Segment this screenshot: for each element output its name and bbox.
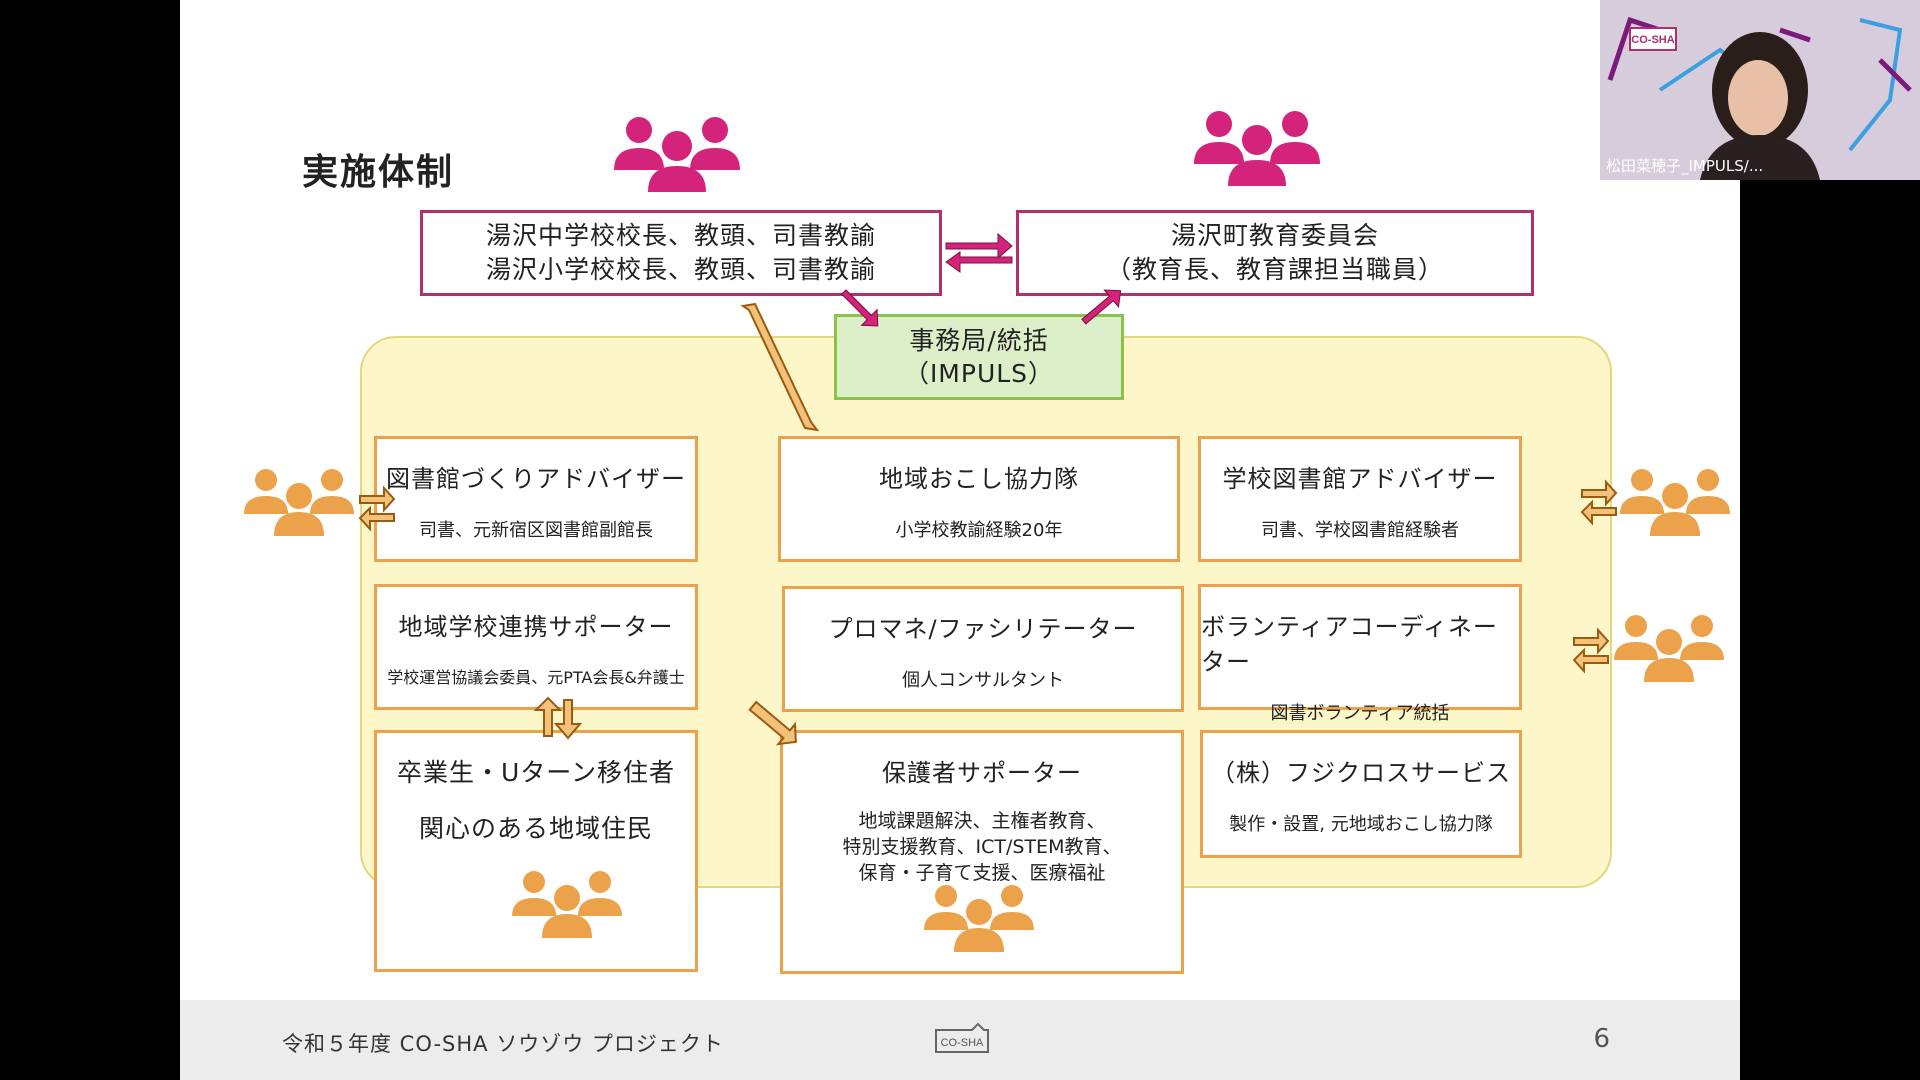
video-background: CO-SHA	[1600, 0, 1920, 180]
bidirectional-arrow-icon	[841, 289, 879, 327]
role-subtitle: 個人コンサルタント	[902, 670, 1064, 691]
role-subtitle: 図書ボランティア統括	[1270, 703, 1450, 724]
page-number: 6	[1593, 1024, 1610, 1054]
bidirectional-arrow-icon	[1572, 627, 1610, 674]
school-box: 湯沢中学校校長、教頭、司書教諭 湯沢小学校校長、教頭、司書教諭	[420, 210, 942, 296]
co-sha-logo-icon: CO-SHA	[935, 1022, 989, 1053]
bidirectional-arrow-icon	[358, 485, 396, 532]
footer-logo-text: CO-SHA	[941, 1037, 984, 1049]
slide-title: 実施体制	[302, 152, 455, 193]
people-icon	[1194, 111, 1320, 186]
people-icon	[1620, 469, 1730, 536]
role-subtitle: 司書、元新宿区図書館副館長	[419, 520, 653, 541]
people-icon	[1614, 615, 1724, 682]
role-title: ボランティアコーディネーター	[1201, 613, 1498, 676]
role-box: 学校図書館アドバイザー 司書、学校図書館経験者	[1198, 436, 1522, 562]
role-title: 学校図書館アドバイザー	[1222, 465, 1498, 493]
board-of-education-box: 湯沢町教育委員会 （教育長、教育課担当職員）	[1016, 210, 1534, 296]
role-subtitle-line: 特別支援教育、ICT/STEM教育、	[842, 836, 1122, 858]
people-icon	[924, 885, 1034, 952]
school-line-1: 湯沢中学校校長、教頭、司書教諭	[485, 221, 876, 250]
secretariat-org: （IMPULS）	[903, 359, 1055, 388]
bidirectional-arrow-icon	[1580, 479, 1618, 526]
bidirectional-arrow-icon	[945, 232, 1013, 273]
role-subtitle: 学校運営協議会委員、元PTA会長&弁護士	[387, 668, 685, 687]
role-subtitle: 製作・設置, 元地域おこし協力隊	[1229, 814, 1493, 835]
role-title: （株）フジクロスサービス	[1211, 759, 1511, 787]
role-box: ボランティアコーディネーター 図書ボランティア統括	[1198, 584, 1522, 724]
role-box: プロマネ/ファシリテーター 個人コンサルタント	[782, 586, 1184, 712]
role-title: 地域おこし協力隊	[879, 465, 1079, 493]
role-title: 図書館づくりアドバイザー	[386, 465, 686, 493]
secretariat-box: 事務局/統括 （IMPULS）	[834, 314, 1124, 400]
role-box: 卒業生・Uターン移住者 関心のある地域住民	[374, 730, 698, 972]
board-line-2: （教育長、教育課担当職員）	[1105, 255, 1444, 284]
role-subtitle-line: 地域課題解決、主権者教育、	[858, 810, 1106, 832]
bidirectional-arrow-icon	[740, 302, 820, 432]
people-icon	[614, 117, 740, 192]
role-title: 地域学校連携サポーター	[398, 613, 674, 641]
participant-name: 松田菜穂子_IMPULS/...	[1606, 157, 1764, 175]
presentation-slide: 実施体制 湯沢中学校校長、教頭、司書教諭 湯沢小学校校長、教頭、司書教諭 湯沢町…	[180, 0, 1740, 1080]
people-icon	[244, 469, 354, 536]
video-logo-text: CO-SHA	[1631, 34, 1674, 46]
role-subtitle: 小学校教諭経験20年	[895, 520, 1063, 541]
bidirectional-arrow-icon	[1081, 289, 1122, 325]
school-line-2: 湯沢小学校校長、教頭、司書教諭	[485, 255, 876, 284]
participant-video[interactable]: CO-SHA 松田菜穂子_IMPULS/...	[1600, 0, 1920, 180]
role-box: （株）フジクロスサービス 製作・設置, 元地域おこし協力隊	[1200, 730, 1522, 858]
role-box: 地域おこし協力隊 小学校教諭経験20年	[778, 436, 1180, 562]
role-box: 図書館づくりアドバイザー 司書、元新宿区図書館副館長	[374, 436, 698, 562]
role-subtitle: 関心のある地域住民	[418, 814, 653, 843]
role-box: 地域学校連携サポーター 学校運営協議会委員、元PTA会長&弁護士	[374, 584, 698, 710]
role-subtitle: 司書、学校図書館経験者	[1261, 520, 1459, 541]
role-title: 保護者サポーター	[882, 759, 1082, 787]
footer-text: 令和５年度 CO-SHA ソウゾウ プロジェクト	[282, 1032, 724, 1056]
role-title: プロマネ/ファシリテーター	[828, 615, 1138, 643]
role-title: 卒業生・Uターン移住者	[396, 758, 676, 787]
board-line-1: 湯沢町教育委員会	[1170, 221, 1379, 250]
bidirectional-arrow-icon	[748, 700, 797, 746]
slide-footer	[180, 1000, 1740, 1080]
secretariat-title: 事務局/統括	[909, 326, 1049, 355]
role-subtitle-line: 保育・子育て支援、医療福祉	[858, 862, 1106, 884]
bidirectional-arrow-icon	[533, 696, 583, 740]
people-icon	[512, 871, 622, 938]
